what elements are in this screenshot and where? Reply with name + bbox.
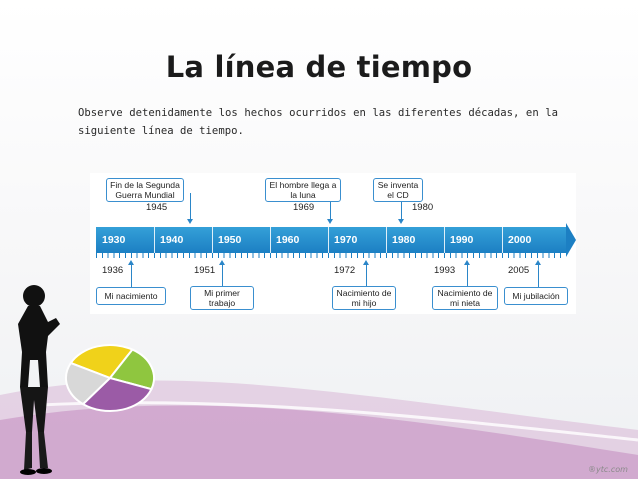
event-box-below: Mi jubilación <box>504 287 568 305</box>
timeline-bar <box>96 227 566 253</box>
event-box-below: Mi primer trabajo <box>190 286 254 310</box>
connector-line <box>538 265 539 287</box>
event-label: Se inventa el CD <box>377 180 419 200</box>
decade-label: 1950 <box>218 234 242 246</box>
decade-separator <box>444 227 445 253</box>
timeline-ticks <box>96 253 566 258</box>
event-label: Nacimiento de mi nieta <box>437 288 493 308</box>
arrow-down-icon <box>327 219 333 224</box>
decade-label: 1980 <box>392 234 416 246</box>
event-year: 1951 <box>194 265 216 276</box>
timeline-panel: 1930 1940 1950 1960 1970 1980 1990 2000 … <box>90 173 576 314</box>
decade-separator <box>502 227 503 253</box>
connector-line <box>222 265 223 286</box>
businesswoman-silhouette-icon <box>18 285 60 475</box>
event-label: Mi primer trabajo <box>204 288 240 308</box>
event-year: 2005 <box>508 265 530 276</box>
decade-label: 1930 <box>102 234 126 246</box>
decade-separator <box>212 227 213 253</box>
event-label: Mi jubilación <box>512 291 560 301</box>
event-year: 1945 <box>146 202 168 213</box>
timeline-arrow-icon <box>566 223 576 257</box>
arrow-up-icon <box>363 260 369 265</box>
decade-label: 1960 <box>276 234 300 246</box>
decade-separator <box>386 227 387 253</box>
event-year: 1969 <box>293 202 315 213</box>
pie-chart-icon <box>65 344 155 412</box>
arrow-down-icon <box>187 219 193 224</box>
connector-line <box>467 265 468 286</box>
connector-line <box>131 265 132 287</box>
slide-title: La línea de tiempo <box>165 50 473 84</box>
event-label: Fin de la Segunda Guerra Mundial <box>110 180 180 200</box>
event-box-above: El hombre llega a la luna <box>265 178 341 202</box>
event-year: 1993 <box>434 265 456 276</box>
event-box-below: Nacimiento de mi nieta <box>432 286 498 310</box>
decade-separator <box>328 227 329 253</box>
connector-line <box>401 202 402 219</box>
decade-label: 2000 <box>508 234 532 246</box>
pie-slice <box>69 344 134 380</box>
event-box-below: Nacimiento de mi hijo <box>332 286 396 310</box>
pie-slice <box>65 361 112 406</box>
arrow-down-icon <box>398 219 404 224</box>
event-label: El hombre llega a la luna <box>269 180 337 200</box>
arrow-up-icon <box>464 260 470 265</box>
event-box-above: Se inventa el CD <box>373 178 423 202</box>
decade-separator <box>154 227 155 253</box>
swoosh-purple <box>0 405 638 479</box>
pie-slice <box>108 348 155 391</box>
decade-separator <box>270 227 271 253</box>
connector-line <box>366 265 367 286</box>
intro-text: Observe detenidamente los hechos ocurrid… <box>78 107 558 137</box>
event-year: 1936 <box>102 265 124 276</box>
connector-line <box>190 193 191 219</box>
event-year: 1972 <box>334 265 356 276</box>
event-box-above: Fin de la Segunda Guerra Mundial <box>106 178 184 202</box>
connector-line <box>330 202 331 219</box>
decade-label: 1970 <box>334 234 358 246</box>
decade-label: 1940 <box>160 234 184 246</box>
event-box-below: Mi nacimiento <box>96 287 166 305</box>
arrow-up-icon <box>219 260 225 265</box>
arrow-up-icon <box>128 260 134 265</box>
event-label: Nacimiento de mi hijo <box>336 288 392 308</box>
arrow-up-icon <box>535 260 541 265</box>
event-label: Mi nacimiento <box>104 291 158 301</box>
decade-label: 1990 <box>450 234 474 246</box>
pie-slice <box>81 376 153 412</box>
watermark: ®ytc.com <box>588 465 628 474</box>
event-year: 1980 <box>412 202 434 213</box>
